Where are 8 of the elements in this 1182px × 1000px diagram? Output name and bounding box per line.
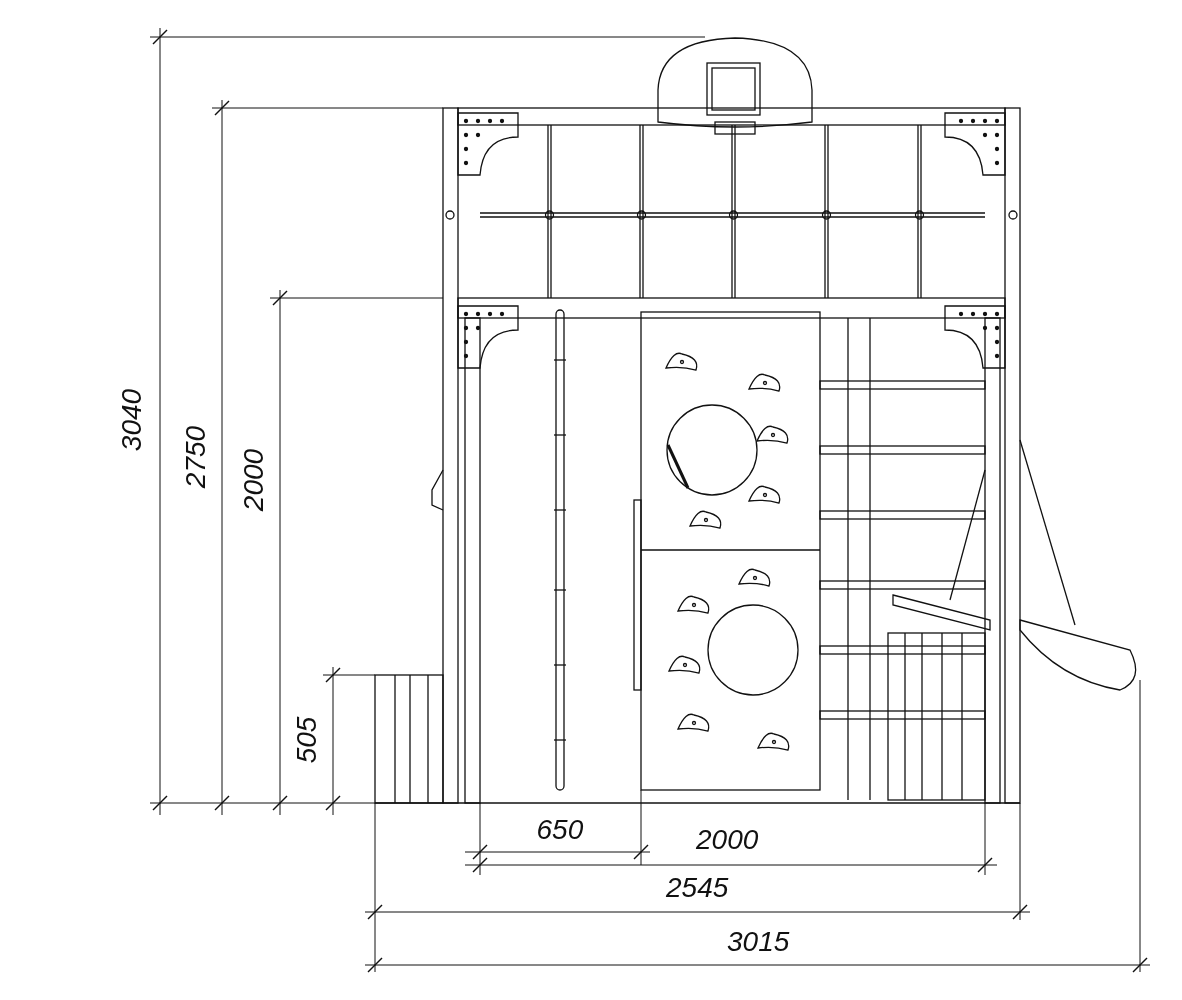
dimension-label: 650 <box>536 816 584 844</box>
dimension-label: 505 <box>292 716 321 764</box>
dimension-label: 2545 <box>666 874 729 902</box>
dimension-label: 2750 <box>182 425 211 489</box>
dimension-label: 3040 <box>118 388 147 452</box>
dimension-label: 2000 <box>240 448 269 512</box>
dimension-label: 2000 <box>696 826 759 854</box>
dimension-label: 3015 <box>727 928 790 956</box>
